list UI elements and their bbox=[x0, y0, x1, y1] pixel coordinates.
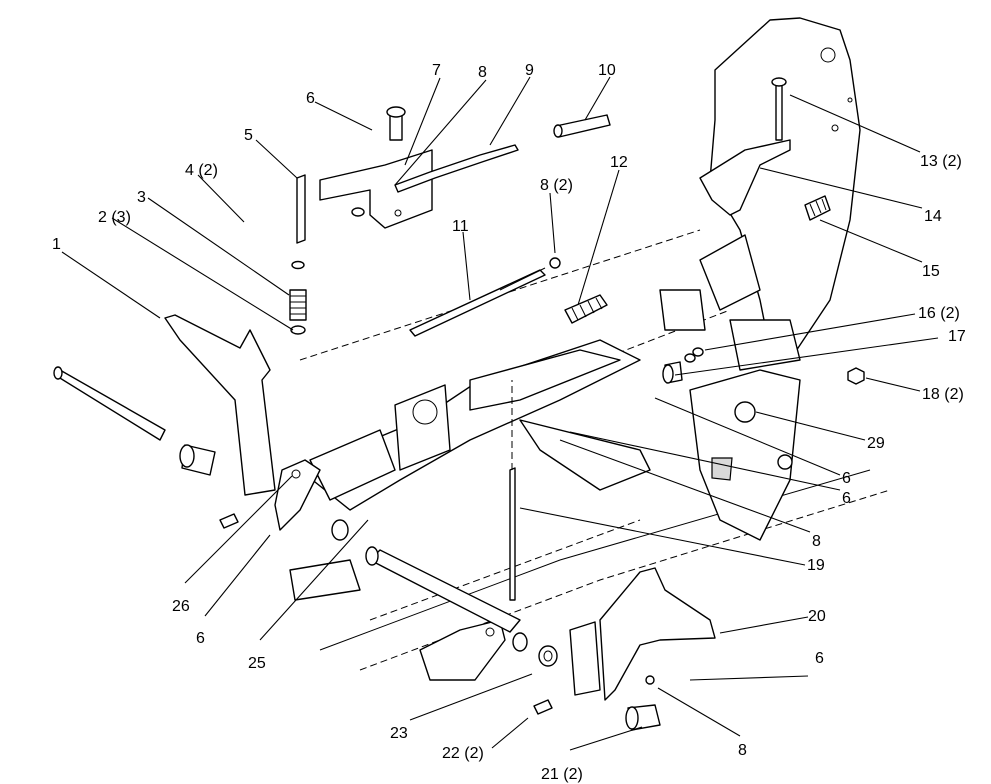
callout-18: 18 (2) bbox=[922, 386, 964, 403]
callout-17: 17 bbox=[948, 328, 966, 345]
part-7-bracket bbox=[319, 106, 433, 229]
callout-3: 3 bbox=[137, 189, 146, 206]
part-22-bolt bbox=[533, 699, 553, 715]
part-5-rod-and-spring bbox=[289, 174, 307, 335]
part-23-bracket bbox=[419, 619, 558, 681]
callout-2: 2 (3) bbox=[98, 209, 131, 226]
callout-8-bottom: 8 bbox=[738, 742, 747, 759]
part-21-bushing bbox=[625, 704, 661, 731]
part-9-rod bbox=[394, 114, 611, 193]
parts-16-17-hardware bbox=[662, 347, 704, 384]
callout-26: 26 bbox=[172, 598, 190, 615]
callout-9: 9 bbox=[525, 62, 534, 79]
part-25-crossbar bbox=[289, 546, 655, 696]
callout-15: 15 bbox=[922, 263, 940, 280]
callout-23: 23 bbox=[390, 725, 408, 742]
part-11-rod bbox=[409, 257, 561, 337]
callout-6-lower-right: 6 bbox=[815, 650, 824, 667]
callout-22: 22 (2) bbox=[442, 745, 484, 762]
callout-29: 29 bbox=[867, 435, 885, 452]
callout-8-top: 8 bbox=[478, 64, 487, 81]
callout-5: 5 bbox=[244, 127, 253, 144]
callout-7: 7 bbox=[432, 62, 441, 79]
callout-12: 12 bbox=[610, 154, 628, 171]
callout-6-bottom-left: 6 bbox=[196, 630, 205, 647]
part-12-spring bbox=[564, 294, 608, 324]
callout-16: 16 (2) bbox=[918, 305, 960, 322]
part-18-nut bbox=[847, 367, 865, 385]
callout-1: 1 bbox=[52, 236, 61, 253]
callout-8-2: 8 (2) bbox=[540, 177, 573, 194]
callout-10: 10 bbox=[598, 62, 616, 79]
callout-6-top: 6 bbox=[306, 90, 315, 107]
callout-6-right-a: 6 bbox=[842, 470, 851, 487]
callout-labels: 1 2 (3) 3 4 (2) 5 6 7 8 9 10 8 (2) 12 11… bbox=[52, 62, 966, 783]
callout-20: 20 bbox=[808, 608, 826, 625]
part-20-pedal bbox=[599, 567, 716, 701]
callout-4: 4 (2) bbox=[185, 162, 218, 179]
callout-14: 14 bbox=[924, 208, 942, 225]
callout-11: 11 bbox=[452, 218, 469, 235]
callout-8-right: 8 bbox=[812, 533, 821, 550]
callout-25: 25 bbox=[248, 655, 266, 672]
chassis-frame bbox=[299, 17, 891, 671]
part-26-arm bbox=[219, 459, 349, 541]
callout-19: 19 bbox=[807, 557, 825, 574]
leader-lines bbox=[61, 76, 939, 751]
callout-13: 13 (2) bbox=[920, 153, 962, 170]
part-29-pivot bbox=[734, 401, 793, 470]
shaft-and-bushing bbox=[53, 366, 216, 476]
callout-6-right-b: 6 bbox=[842, 490, 851, 507]
part-15-spring bbox=[804, 195, 831, 221]
part-14-plate bbox=[699, 139, 791, 216]
part-19-link bbox=[509, 380, 516, 601]
callout-21: 21 (2) bbox=[541, 766, 583, 783]
part-1-pedal-arm bbox=[164, 314, 276, 496]
part-13-bolt bbox=[771, 77, 787, 141]
